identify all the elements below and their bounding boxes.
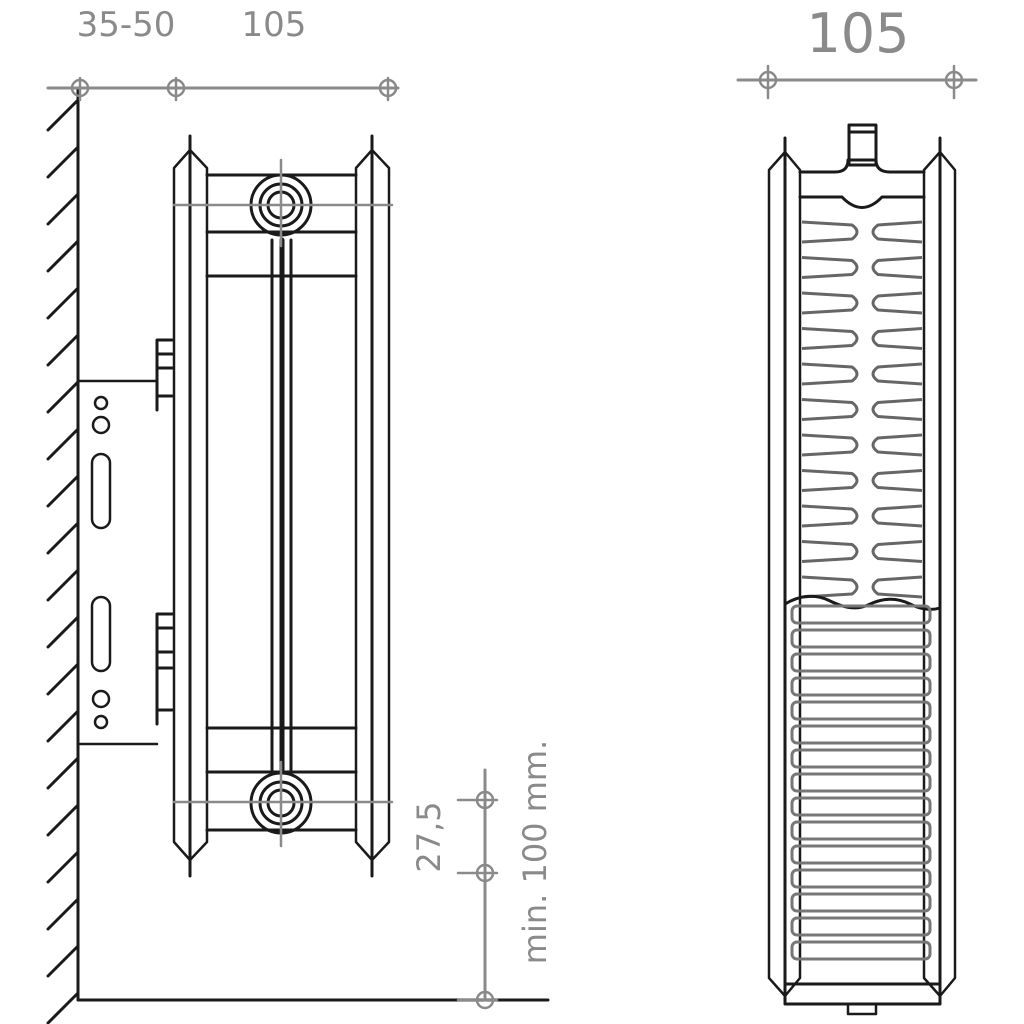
hatch-line: [46, 239, 80, 273]
dim-label-floor-clearance: min. 100 mm.: [516, 740, 554, 964]
fin-right: [871, 256, 923, 279]
panel-rib: [790, 676, 932, 697]
hatch-line: [46, 333, 80, 367]
dimension-marker-front-panel: [166, 76, 186, 102]
panel-rib: [790, 844, 932, 865]
section-dimension-marker-left: [758, 64, 778, 100]
panel-rib: [790, 724, 932, 745]
fin-left: [801, 362, 859, 386]
section-dim-label-depth: 105: [806, 2, 909, 65]
panel-rib: [790, 748, 932, 769]
port-centerlines: [172, 158, 394, 848]
panel-rib: [790, 916, 932, 937]
fin-left: [801, 540, 859, 563]
hatch-line: [46, 427, 80, 461]
convector-fins: [801, 220, 923, 599]
fin-right: [871, 220, 923, 244]
vertical-dimension: [456, 768, 499, 1010]
hatch-line: [46, 380, 80, 414]
hatch-line: [46, 662, 80, 696]
wall: [46, 86, 80, 1024]
fin-right: [871, 575, 923, 599]
hatch-line: [46, 192, 80, 226]
panel-rib: [790, 652, 932, 673]
fin-right: [871, 362, 923, 386]
dim-label-depth: 105: [242, 5, 307, 45]
fin-right: [871, 433, 923, 457]
panel-rib: [790, 868, 932, 889]
dim-label-wall-offset: 35-50: [77, 5, 176, 45]
hatch-line: [46, 474, 80, 508]
fin-right: [871, 327, 923, 350]
hatch-line: [46, 756, 80, 790]
panel-rib: [790, 604, 932, 625]
fin-left: [801, 327, 859, 350]
hatch-line: [46, 521, 80, 555]
panel-rib: [790, 796, 932, 817]
fin-left: [801, 256, 859, 279]
air-vent-plug: [847, 123, 878, 167]
hatch-line: [46, 944, 80, 978]
hatch-line: [46, 897, 80, 931]
fin-left: [801, 575, 859, 599]
hatch-line: [46, 850, 80, 884]
rear-panel: [354, 134, 391, 878]
dimension-marker-wall: [70, 76, 90, 102]
hatch-line: [46, 568, 80, 602]
fin-right: [871, 540, 923, 563]
panel-rib: [790, 772, 932, 793]
hatch-line: [46, 709, 80, 743]
fin-left: [801, 433, 859, 457]
dim-label-axis-offset: 27,5: [410, 801, 448, 872]
hatch-line: [46, 145, 80, 179]
hatch-line: [46, 991, 80, 1024]
wall-hatching: [46, 98, 80, 1024]
side-view: 35-50 105: [46, 5, 554, 1024]
top-cover: [798, 158, 926, 209]
central-convector: [270, 237, 293, 773]
panel-rib: [790, 628, 932, 649]
hatch-line: [46, 803, 80, 837]
front-panel: [172, 134, 209, 878]
fin-left: [801, 291, 859, 315]
hatch-line: [46, 98, 80, 132]
hatch-line: [46, 286, 80, 320]
dimension-marker-rear-panel: [378, 76, 398, 102]
panel-rib: [790, 940, 932, 961]
fin-left: [801, 220, 859, 244]
fin-right: [871, 504, 923, 528]
fin-left: [801, 469, 859, 492]
panel-rib: [790, 700, 932, 721]
section-left-panel: [767, 136, 802, 1004]
panel-rib: [790, 820, 932, 841]
hatch-line: [46, 615, 80, 649]
fin-left: [801, 504, 859, 528]
wall-bracket: [76, 338, 174, 746]
fin-left: [801, 398, 859, 421]
top-dimension-line: [46, 76, 400, 102]
section-dimension-marker-right: [944, 64, 964, 100]
panel-rib: [790, 892, 932, 913]
section-top-dimension-line: [736, 64, 978, 100]
bottom-base: [783, 982, 942, 1016]
fin-right: [871, 469, 923, 492]
panel-ribs: [790, 604, 932, 961]
fin-right: [871, 291, 923, 315]
section-view: 105: [736, 2, 978, 1016]
fin-right: [871, 398, 923, 421]
